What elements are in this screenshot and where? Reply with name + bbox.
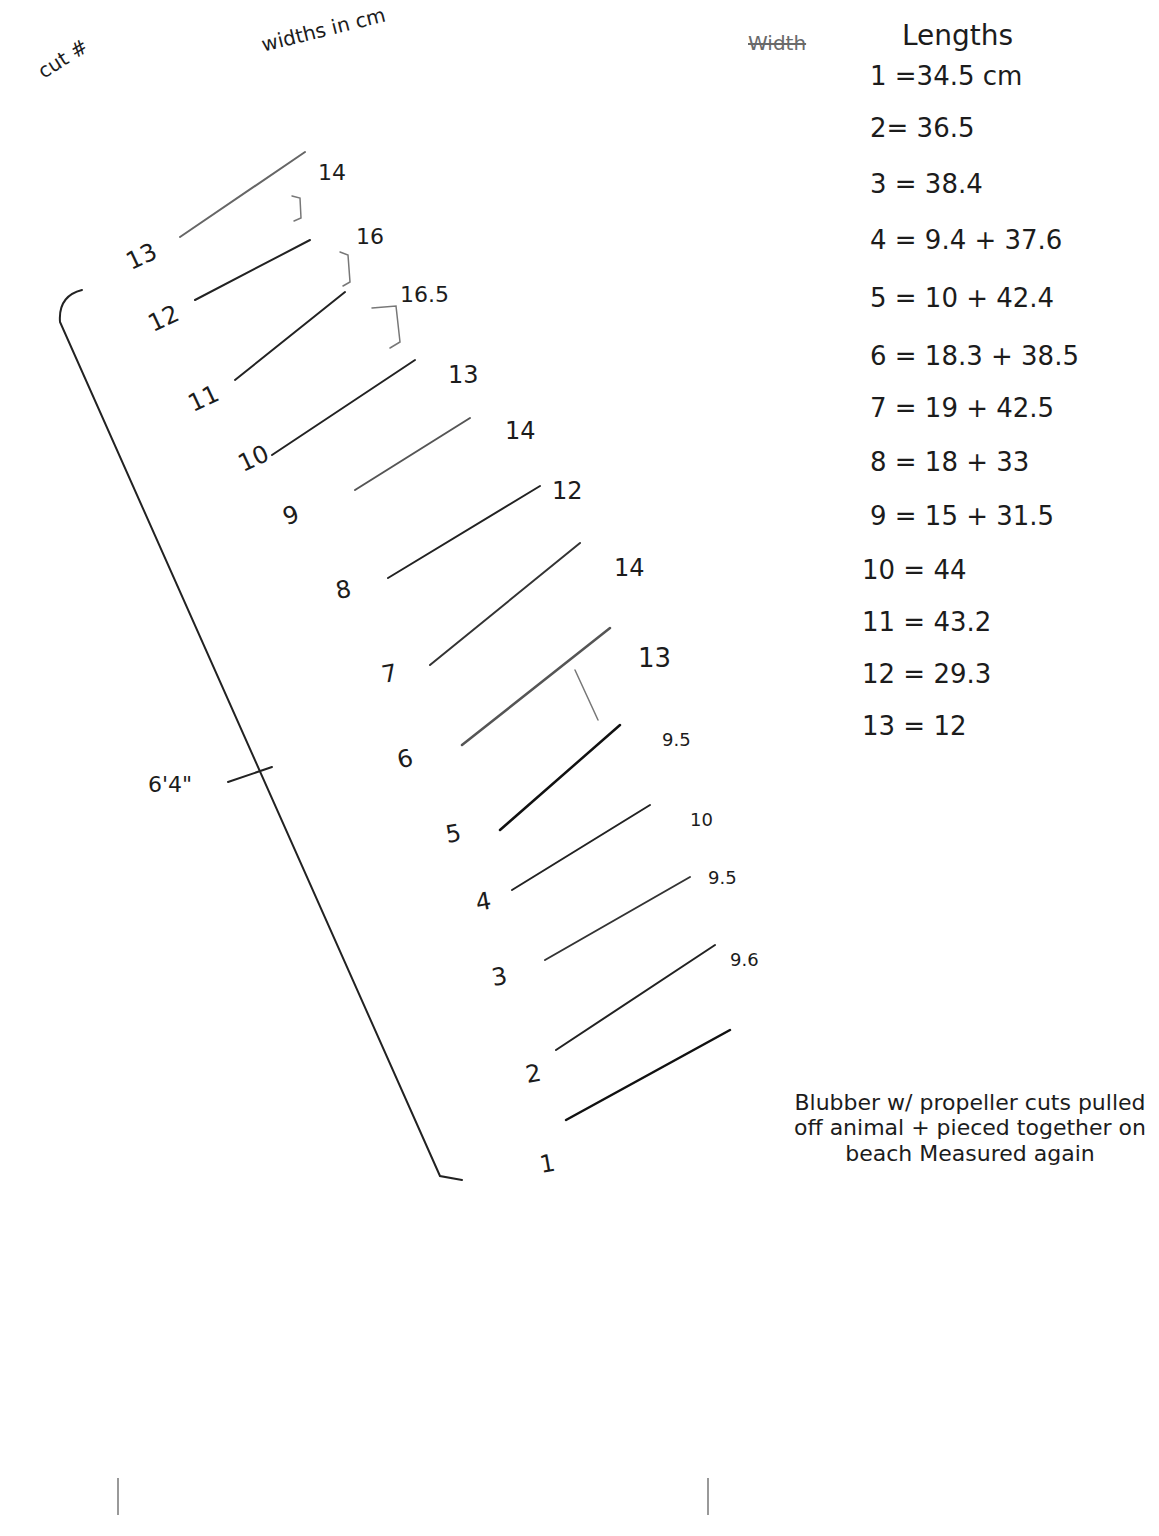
- gap-bracket: [340, 252, 350, 286]
- length-entry: 8 = 18 + 33: [870, 448, 1029, 478]
- cut-number: 12: [144, 300, 183, 338]
- length-entry: 4 = 9.4 + 37.6: [870, 226, 1062, 256]
- field-note: Blubber w/ propeller cuts pulled off ani…: [790, 1090, 1150, 1166]
- width-value: 12: [552, 478, 583, 506]
- width-value: 9.5: [662, 730, 691, 751]
- gap-brackets: [292, 196, 598, 720]
- length-entry: 12 = 29.3: [862, 660, 991, 690]
- length-entry: 1 =34.5 cm: [870, 62, 1022, 92]
- cut-line: [388, 486, 540, 578]
- length-entry: 7 = 19 + 42.5: [870, 394, 1054, 424]
- crossed-out-word: Width: [748, 32, 806, 55]
- gap-bracket: [575, 670, 598, 720]
- cut-number: 6: [394, 745, 416, 776]
- cut-number: 13: [122, 238, 161, 276]
- cut-number: 11: [184, 380, 223, 418]
- cut-lines: [180, 152, 730, 1120]
- scan-mark: [117, 1478, 119, 1515]
- cut-number: 1: [538, 1150, 558, 1180]
- column-heading: Lengths: [902, 20, 1013, 52]
- width-value: 13: [448, 362, 479, 390]
- cut-line: [500, 725, 620, 830]
- cut-line: [430, 543, 580, 665]
- cut-line: [235, 292, 345, 380]
- length-entry: 2= 36.5: [870, 114, 974, 144]
- width-value: 16: [356, 224, 384, 249]
- dimension-label: 6'4": [148, 772, 192, 797]
- gap-bracket: [372, 306, 400, 348]
- cut-number: 3: [490, 963, 510, 993]
- cut-number: 2: [524, 1060, 544, 1090]
- cut-line: [195, 240, 310, 300]
- cut-line: [462, 628, 610, 745]
- cut-line: [545, 877, 690, 960]
- cut-line: [355, 418, 470, 490]
- length-bracket: [60, 290, 462, 1180]
- length-entry: 3 = 38.4: [870, 170, 983, 200]
- width-value: 14: [318, 160, 346, 185]
- cut-number: 10: [234, 440, 273, 478]
- length-entry: 9 = 15 + 31.5: [870, 502, 1054, 532]
- cut-number: 4: [474, 888, 494, 918]
- gap-bracket: [292, 196, 301, 221]
- cut-line: [512, 805, 650, 890]
- column-heading: widths in cm: [259, 4, 388, 57]
- width-value: 10: [690, 810, 713, 831]
- leader-line: [228, 767, 272, 782]
- width-value: 14: [505, 418, 536, 446]
- length-entry: 6 = 18.3 + 38.5: [870, 342, 1079, 372]
- length-entry: 11 = 43.2: [862, 608, 991, 638]
- length-entry: 5 = 10 + 42.4: [870, 284, 1054, 314]
- cut-number: 7: [380, 660, 400, 690]
- cut-line: [566, 1030, 730, 1120]
- width-value: 14: [614, 555, 645, 583]
- width-value: 13: [638, 644, 671, 674]
- length-entry: 10 = 44: [862, 556, 966, 586]
- cut-number: 8: [334, 576, 354, 606]
- width-value: 16.5: [400, 282, 449, 307]
- scan-marks: [118, 1478, 708, 1515]
- cut-number: 5: [444, 820, 464, 850]
- cut-line: [272, 360, 415, 455]
- cut-line: [556, 945, 715, 1050]
- column-heading: cut #: [34, 35, 93, 83]
- length-entry: 13 = 12: [862, 712, 966, 742]
- scan-mark: [707, 1478, 709, 1515]
- width-value: 9.5: [708, 868, 737, 889]
- cut-line: [180, 152, 305, 237]
- width-value: 9.6: [730, 950, 759, 971]
- cut-number: 9: [279, 501, 303, 532]
